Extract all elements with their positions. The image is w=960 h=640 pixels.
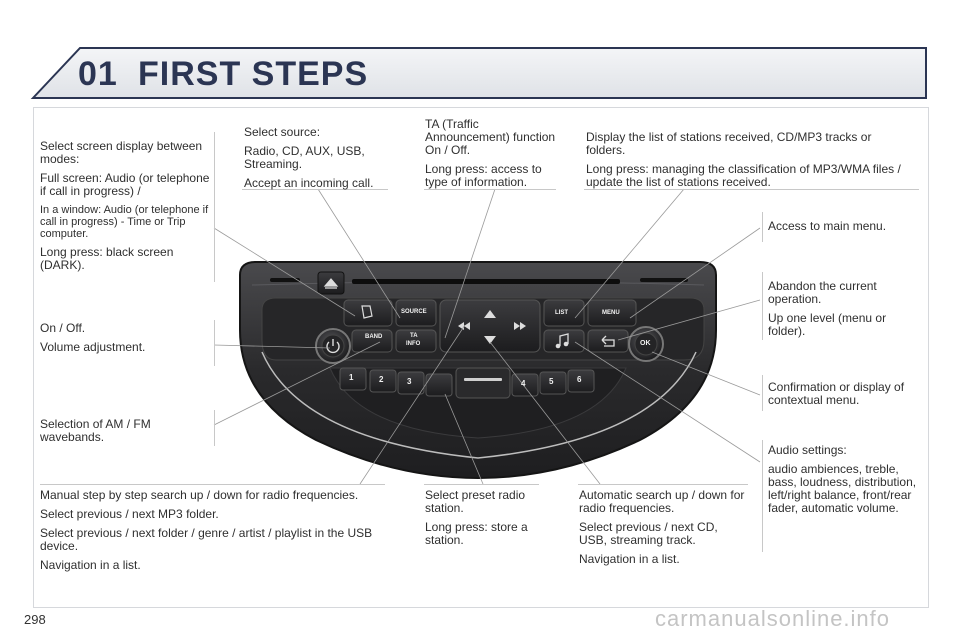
callout-ta: TA (Traffic Announcement) function On / … (425, 117, 556, 189)
callout-list: Display the list of stations received, C… (586, 130, 901, 189)
preset-6-label: 6 (577, 375, 582, 384)
cd-slot (352, 279, 620, 284)
source-label: SOURCE (401, 309, 427, 315)
ok-knob (628, 326, 664, 362)
eject-button (317, 271, 345, 295)
navigation-cluster (439, 299, 541, 353)
chapter-number: 01 (78, 55, 118, 93)
callout-back: Abandon the current operation. Up one le… (768, 279, 887, 338)
preset-5-label: 5 (549, 377, 554, 386)
audio-settings-button (543, 329, 585, 353)
content-frame (33, 107, 929, 608)
power-volume-knob (315, 328, 351, 364)
callout-ok: Confirmation or display of contextual me… (768, 380, 905, 407)
leader-lines (213, 188, 761, 485)
callout-preset: Select preset radio station. Long press:… (425, 488, 528, 547)
page-number: 298 (24, 612, 46, 627)
ta-label: TA (410, 333, 418, 339)
menu-button (587, 299, 637, 327)
callout-source: Select source: Radio, CD, AUX, USB, Stre… (244, 125, 374, 190)
ok-label: OK (640, 340, 651, 347)
callout-manual-search: Manual step by step search up / down for… (40, 488, 373, 572)
watermark: carmanualsonline.info (655, 606, 891, 631)
menu-label: MENU (602, 310, 620, 316)
callout-screen-display: Select screen display between modes: Ful… (40, 139, 210, 272)
callout-menu: Access to main menu. (768, 219, 887, 233)
source-button (395, 299, 437, 327)
back-button (587, 329, 629, 353)
band-label: BAND (365, 334, 383, 340)
preset-1-label: 1 (349, 373, 354, 382)
callout-auto-search: Automatic search up / down for radio fre… (579, 488, 745, 566)
callout-audio: Audio settings: audio ambiences, treble,… (768, 443, 917, 515)
info-label: INFO (406, 341, 421, 347)
callout-band: Selection of AM / FM wavebands. (40, 417, 151, 444)
ta-info-button (395, 329, 437, 353)
chapter-header-tab (30, 47, 927, 99)
list-label: LIST (555, 310, 568, 316)
preset-4-label: 4 (521, 379, 526, 388)
chapter-title: FIRST STEPS (138, 55, 369, 93)
preset-3-label: 3 (407, 377, 412, 386)
screen-mode-button (343, 299, 393, 327)
callout-power: On / Off. Volume adjustment. (40, 321, 146, 354)
list-button (543, 299, 585, 327)
band-button (351, 329, 393, 353)
preset-2-label: 2 (379, 375, 384, 384)
